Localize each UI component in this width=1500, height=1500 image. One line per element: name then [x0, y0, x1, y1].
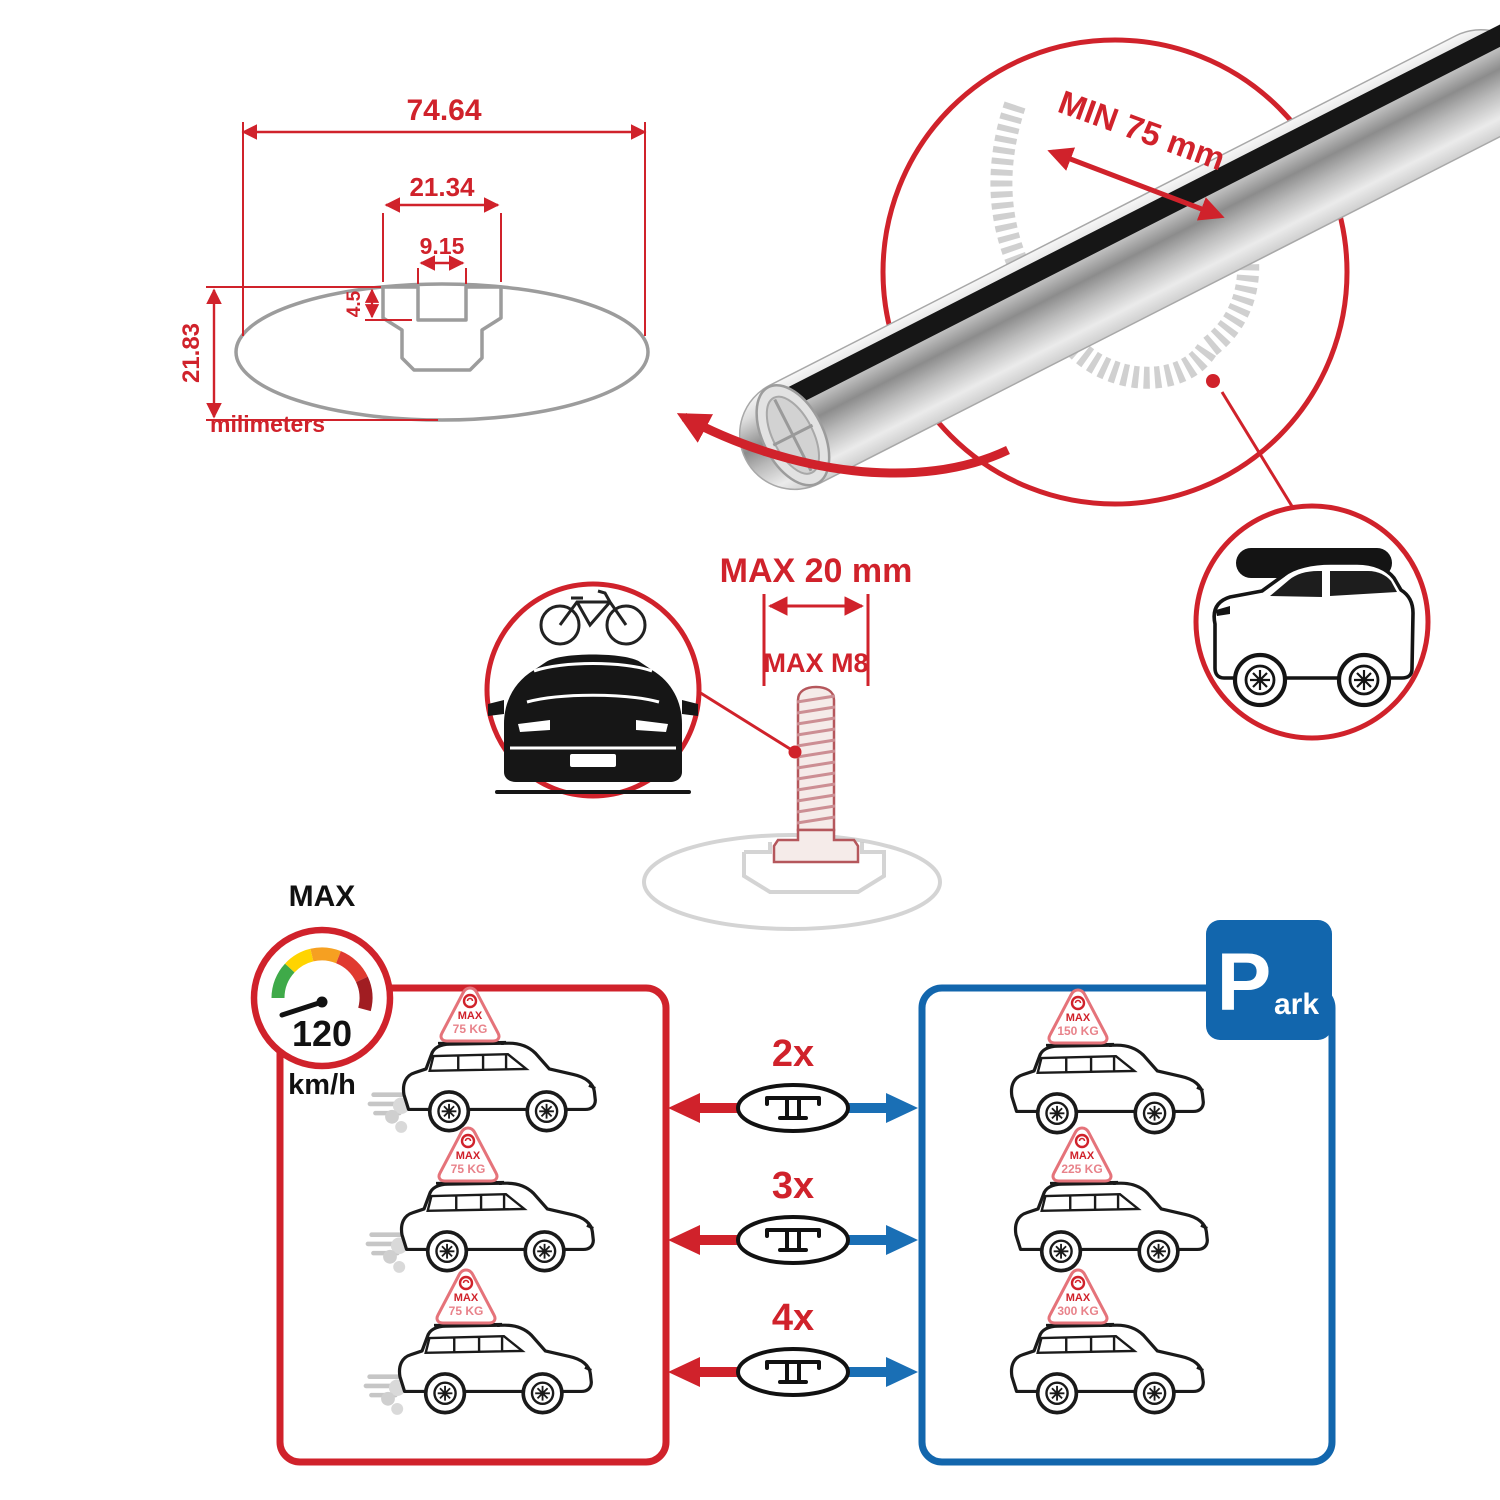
clamp-strap: [990, 101, 1260, 389]
dimension-lines: [206, 124, 647, 419]
profile-ellipse: [234, 282, 650, 422]
blue-arrow: [886, 1093, 918, 1123]
slot-width-value: 9.15: [420, 233, 465, 259]
multiplier-row-2: 3x: [668, 1165, 918, 1265]
parked-car-icon: [1016, 1182, 1208, 1270]
max-thread-label: MAX M8: [763, 648, 868, 678]
load-sign-kg: 75 KG: [453, 1022, 488, 1036]
speed-limit-badge: MAX 120 km/h: [250, 880, 394, 1101]
driving-car-icon: [366, 1324, 591, 1415]
multiplier-row-3: 4x: [668, 1297, 918, 1397]
crossbar-section-ellipse: [736, 1083, 850, 1133]
load-sign-max: MAX: [458, 1010, 483, 1022]
car-front-icon: [504, 654, 682, 782]
mount-bolt-diagram: MAX 20 mm MAX M8: [642, 552, 942, 931]
blue-arrow: [886, 1357, 918, 1387]
red-arrow: [668, 1357, 700, 1387]
load-sign-kg: 75 KG: [449, 1304, 484, 1318]
bicycle-icon: [539, 589, 647, 646]
clamp-attach-dot: [1206, 374, 1220, 388]
crossbar-section-ellipse: [736, 1347, 850, 1397]
load-sign-max: MAX: [1070, 1150, 1095, 1162]
bike-car-badge: [484, 581, 702, 799]
total-height-value: 21.83: [178, 323, 205, 383]
dimension-extension-lines: [206, 122, 646, 421]
speedometer-gauge: [271, 947, 373, 1012]
total-width-value: 74.64: [406, 94, 481, 127]
bolt-leader-dot: [788, 745, 802, 759]
speedometer-needle: [279, 999, 325, 1018]
red-arrow: [668, 1225, 700, 1255]
min-span-arrow: [1047, 147, 1225, 221]
multiplier-label: 2x: [772, 1033, 814, 1075]
crossbar-profile-diagram: 74.64 21.34 9.15 4.5 21.83 milimeters: [178, 94, 650, 437]
faded-slot-profile: [742, 842, 886, 894]
units-label: milimeters: [210, 411, 325, 437]
bolt-t-head: [772, 828, 860, 864]
load-sign-max: MAX: [1066, 1292, 1091, 1304]
speed-unit: km/h: [288, 1069, 356, 1101]
park-sign-plate: [1206, 920, 1332, 1040]
driving-car-row-1: MAX 75 KG: [370, 986, 595, 1133]
pointer-arrow-to-profile: [676, 413, 1010, 478]
bolt-icon: [772, 685, 860, 864]
driving-car-icon: [368, 1182, 593, 1273]
link-to-roofbox-circle: [1220, 391, 1300, 517]
parked-car-row-2: MAX 225 KG: [1016, 1126, 1208, 1271]
blue-arrow: [886, 1225, 918, 1255]
park-panel-box: [918, 984, 1336, 1466]
load-sign-kg: 150 KG: [1057, 1024, 1098, 1038]
multiplier-label: 4x: [772, 1297, 814, 1339]
parked-car-icon: [1012, 1324, 1204, 1412]
parked-car-row-3: MAX 300 KG: [1012, 1268, 1204, 1413]
park-sign: P ark: [1206, 920, 1332, 1040]
load-sign-max: MAX: [454, 1292, 479, 1304]
load-sign-kg: 75 KG: [451, 1162, 486, 1176]
profile-tslot-shape: [381, 285, 503, 372]
driving-car-icon: [370, 1042, 595, 1133]
load-sign-kg: 225 KG: [1061, 1162, 1102, 1176]
load-sign-max: MAX: [456, 1150, 481, 1162]
roofbox-suv-badge: [1193, 503, 1431, 741]
driving-car-row-3: MAX 75 KG: [366, 1268, 591, 1415]
max-width-label: MAX 20 mm: [720, 552, 913, 590]
speed-max-label: MAX: [289, 880, 356, 913]
park-sign-ark: ark: [1274, 988, 1319, 1021]
multiplier-row-1: 2x: [668, 1033, 918, 1133]
channel-width-value: 21.34: [409, 172, 475, 202]
bolt-leader-line: [698, 690, 796, 754]
speed-value: 120: [292, 1013, 352, 1054]
bar-detail: MIN 75 mm: [676, 22, 1500, 517]
multiplier-label: 3x: [772, 1165, 814, 1207]
parked-car-row-1: MAX 150 KG: [1012, 988, 1204, 1133]
red-arrow: [668, 1093, 700, 1123]
driving-car-row-2: MAX 75 KG: [368, 1126, 593, 1273]
faded-profile-ellipse: [642, 833, 942, 931]
slot-depth-value: 4.5: [344, 290, 365, 317]
load-sign-kg: 300 KG: [1057, 1304, 1098, 1318]
load-sign-max: MAX: [1066, 1012, 1091, 1024]
crossbar-section-ellipse: [736, 1215, 850, 1265]
park-sign-p: P: [1217, 937, 1272, 1028]
parked-car-icon: [1012, 1044, 1204, 1132]
